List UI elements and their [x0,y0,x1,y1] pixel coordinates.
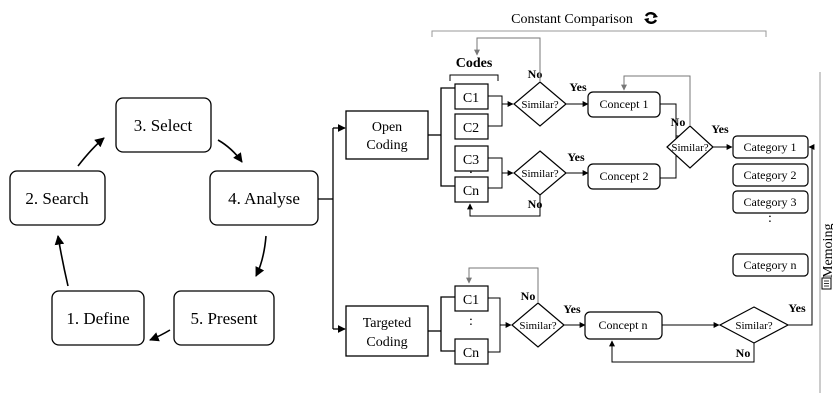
decision-5-yes-label: Yes [788,301,806,315]
step-analyse-label: 4. Analyse [228,189,300,208]
step-search-box [9,170,106,226]
constant-comparison-header: Constant Comparison [431,12,767,37]
arrow-search-to-select [77,137,105,167]
targeted-code-cn-label: Cn [463,346,479,361]
research-cycle: 2. Search 3. Select 4. Analyse 5. Presen… [9,97,319,346]
targeted-coding-label-1: Targeted [363,316,412,331]
decision-similar-4 [511,302,565,348]
decision-1-yes-label: Yes [569,80,587,94]
code-box-c2 [454,113,489,140]
decision-2-no-loop [467,195,541,217]
decision-2-label: Similar? [521,168,558,180]
decision-3-no-label: No [671,115,686,129]
open-coding-label-1: Open [372,120,402,135]
code-cn-label: Cn [463,184,479,199]
decision-3-yes-label: Yes [711,122,729,136]
decision-5-label: Similar? [735,320,772,332]
category-3-box [732,190,809,214]
constant-comparison-label: Constant Comparison [511,12,633,27]
targeted-code-box-cn [454,338,489,365]
open-coding-box [345,110,429,160]
step-select-label: 3. Select [134,116,193,135]
decision-3-label: Similar? [671,142,708,154]
codes-bracket [449,74,499,81]
arrow-define-to-search [54,235,69,287]
arrow-present-to-define [149,329,171,342]
refresh-icon [644,12,658,24]
decision-5-yes-path [788,144,815,326]
decision-2-yes-label: Yes [567,150,585,164]
decision-similar-1 [513,81,567,127]
step-define-box [51,290,145,346]
step-present-label: 5. Present [190,309,257,328]
codes-label: Codes [456,56,493,71]
targeted-coding-label-2: Coding [366,335,407,350]
category-n-box [732,253,809,277]
category-1-label: Category 1 [744,140,797,154]
decision-3-no-loop [621,75,691,126]
decision-4-yes-label: Yes [563,302,581,316]
targeted-code-c1-label: C1 [463,293,479,308]
step-search-label: 2. Search [25,189,89,208]
constant-comparison-bracket [431,30,767,37]
category-1-box [732,135,809,159]
category-3-label: Category 3 [744,195,797,209]
decision-2-no-label: No [528,197,543,211]
branch-split [318,124,346,333]
decision-1-label: Similar? [521,99,558,111]
arrow-analyse-to-present [255,235,267,277]
code-box-c1 [454,83,489,110]
open-coding-section: Open Coding Codes C1 C2 C3 : Cn Similar?… [345,37,809,277]
concept-2-box [587,163,661,190]
code-c3-label: C3 [463,153,479,168]
code-c2-label: C2 [463,121,479,136]
decision-4-no-loop [466,267,539,303]
targeted-coding-box [345,305,429,357]
category-2-label: Category 2 [744,168,797,182]
step-present-box [173,290,275,346]
memoing-label: Memoing [821,224,833,278]
targeted-code-ellipsis: : [469,314,473,329]
decision-5-no-label: No [736,346,751,360]
code-box-cn [454,176,489,203]
decision-1-no-label: No [528,67,543,81]
decision-similar-3 [666,125,714,169]
memoing-sidebar: Memoing [819,72,833,393]
code-c1-label: C1 [463,91,479,106]
decision-4-no-label: No [521,289,536,303]
concept-n-label: Concept n [599,318,648,332]
decision-4-label: Similar? [519,320,556,332]
arrow-select-to-analyse [217,139,243,163]
step-select-box [115,97,212,153]
open-coding-label-2: Coding [366,138,407,153]
memo-icon [821,277,832,290]
step-analyse-box [209,170,319,226]
step-define-label: 1. Define [66,309,129,328]
concept-2-label: Concept 2 [600,169,649,183]
targeted-coding-section: Targeted Coding C1 : Cn Similar? No Yes … [345,144,815,365]
category-2-box [732,163,809,187]
decision-5-no-loop [609,340,755,363]
code-ellipsis-1: : [469,167,473,182]
category-ellipsis: : [768,211,772,226]
concept-1-label: Concept 1 [600,97,649,111]
category-n-label: Category n [744,258,797,272]
decision-1-no-loop [474,37,541,82]
